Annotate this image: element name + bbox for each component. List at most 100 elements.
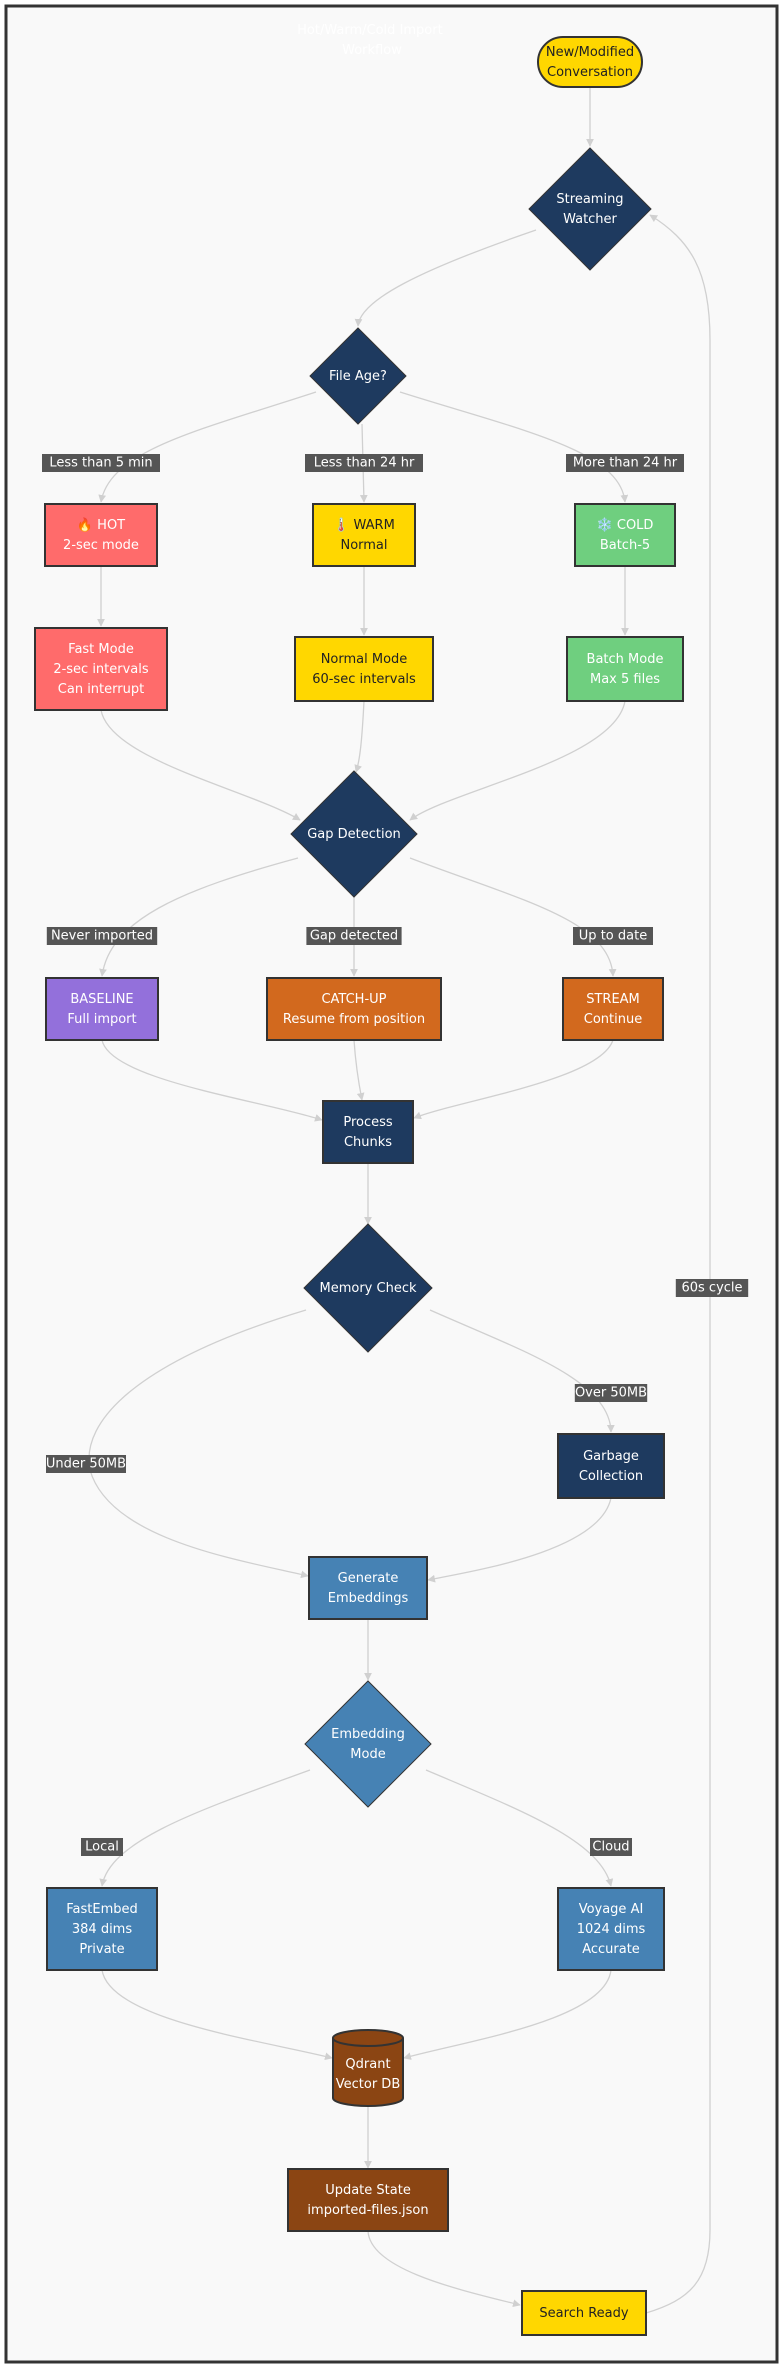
node-shape (332, 2029, 404, 2107)
diagram-title-line: Hot/Warm/Cold Import (297, 23, 443, 38)
node-shape (557, 1887, 665, 1971)
node-label-line: Gap Detection (307, 827, 401, 842)
node-shape (303, 1223, 433, 1353)
node-label-line: Batch-5 (600, 538, 650, 553)
node-shape (322, 1100, 414, 1164)
edge-label-text: Less than 5 min (49, 456, 152, 471)
node-label-line: Mode (350, 1747, 385, 1762)
node-label-line: Batch Mode (587, 652, 664, 667)
node-shape (45, 977, 159, 1041)
edge-label-cycle: 60s cycle (675, 1279, 749, 1297)
edge-label-bg (81, 1838, 123, 1856)
node-gap-detection[interactable]: Gap Detection (290, 770, 418, 898)
edge-label-text: Over 50MB (575, 1386, 647, 1401)
node-label-line: New/Modified (546, 45, 634, 60)
edge-label-bg (573, 927, 653, 945)
node-stream[interactable]: STREAM Continue (562, 977, 664, 1041)
node-file-age[interactable]: File Age? (309, 327, 407, 425)
node-label-line: Update State (325, 2183, 411, 2198)
node-shape (294, 636, 434, 702)
node-label-line: 🌡️ WARM (333, 517, 395, 533)
node-shape-top (332, 2037, 404, 2047)
edge-catchup-process (353, 1039, 365, 1101)
edge-gap-stream (409, 857, 617, 977)
node-label: Search Ready (539, 2306, 628, 2321)
edge-label-text: Up to date (579, 929, 647, 944)
node-label-line: Accurate (582, 1942, 640, 1957)
edge-voyage-qdrant (403, 1969, 612, 2060)
node-shape (309, 327, 407, 425)
edge-batch-gap (409, 700, 626, 821)
node-label-line: Can interrupt (58, 682, 144, 697)
node-label-line: STREAM (586, 992, 640, 1007)
edge-label-bg (566, 454, 684, 472)
node-shape (46, 1887, 158, 1971)
edge-normal-gap (354, 700, 365, 773)
edge-label-text: Less than 24 hr (314, 456, 415, 471)
edge-label-text: More than 24 hr (573, 456, 678, 471)
node-shape (304, 1680, 432, 1808)
node-label-line: Garbage (583, 1449, 639, 1464)
edge-label-bg (306, 927, 402, 945)
node-label-line: Search Ready (539, 2306, 628, 2321)
edge-label-bg (42, 454, 160, 472)
edge-fileage-hot (98, 391, 317, 503)
node-label-line: Fast Mode (68, 642, 134, 657)
node-label-line: Private (79, 1942, 124, 1957)
node-label-line: 2-sec intervals (53, 662, 149, 677)
edge-label-bg (46, 927, 158, 945)
node-label-line: Resume from position (283, 1012, 425, 1027)
node-shape (308, 1556, 428, 1620)
node-label-line: Generate (338, 1571, 399, 1586)
edge-update-ready (367, 2230, 521, 2308)
diagram-title: Hot/Warm/Cold Import Workflow (297, 23, 447, 58)
node-label-line: Continue (584, 1012, 642, 1027)
node-label: Gap Detection (307, 827, 401, 842)
edge-label-text: Under 50MB (46, 1457, 126, 1472)
node-memory-check[interactable]: Memory Check (303, 1223, 433, 1353)
node-label-line: Conversation (547, 65, 633, 80)
node-label-line: 🔥 HOT (77, 517, 125, 533)
edge-label-over-50mb: Over 50MB (574, 1384, 648, 1402)
node-shape (34, 627, 168, 711)
edge-label-up-to-date: Up to date (573, 927, 653, 945)
node-shape (290, 770, 418, 898)
edge-label-more-24hr: More than 24 hr (566, 454, 684, 472)
edge-baseline-process (101, 1039, 323, 1122)
node-search-ready[interactable]: Search Ready (521, 2290, 647, 2336)
node-label: STREAM Continue (584, 992, 642, 1027)
node-label-line: Collection (579, 1469, 643, 1484)
